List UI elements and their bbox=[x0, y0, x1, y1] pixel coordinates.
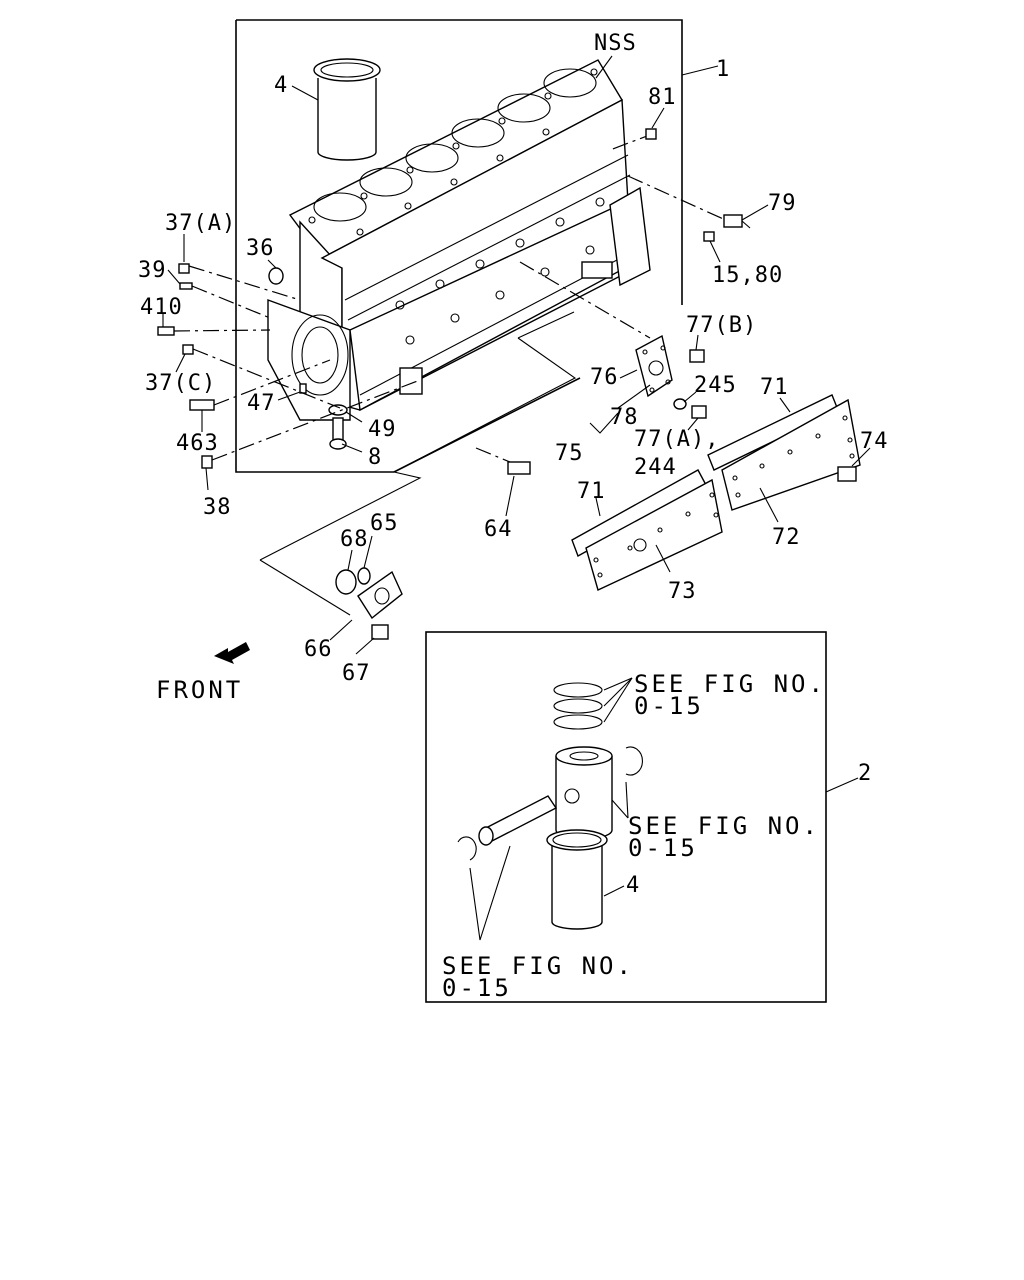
part-labels: NSS 1 4 81 79 15,80 37(A) 39 410 37(C) 3… bbox=[138, 31, 889, 898]
piston-kit-frame bbox=[425, 631, 859, 1003]
label-79: 79 bbox=[768, 191, 797, 216]
label-15-80: 15,80 bbox=[712, 263, 783, 288]
label-81: 81 bbox=[648, 85, 677, 110]
label-72: 72 bbox=[772, 525, 801, 550]
cylinder-liner-top bbox=[291, 58, 381, 161]
label-74: 74 bbox=[860, 429, 889, 454]
label-67: 67 bbox=[342, 661, 371, 686]
label-463: 463 bbox=[176, 431, 219, 456]
label-73: 73 bbox=[668, 579, 697, 604]
cover-plate-assembly bbox=[589, 334, 707, 434]
label-64: 64 bbox=[484, 517, 513, 542]
label-4-bottom: 4 bbox=[626, 873, 640, 898]
label-76: 76 bbox=[590, 365, 619, 390]
side-covers bbox=[571, 394, 871, 591]
label-66: 66 bbox=[304, 637, 333, 662]
label-1: 1 bbox=[716, 57, 730, 82]
label-245: 245 bbox=[694, 373, 737, 398]
see-fig-note-1-line2: 0-15 bbox=[634, 692, 704, 720]
label-68: 68 bbox=[340, 527, 369, 552]
see-fig-note-2-line2: 0-15 bbox=[628, 834, 698, 862]
see-fig-note-3-line2: 0-15 bbox=[442, 974, 512, 1002]
label-8: 8 bbox=[368, 445, 382, 470]
see-fig-note-3-line1: SEE FIG NO. bbox=[442, 952, 634, 980]
label-77a: 77(A), bbox=[634, 427, 719, 452]
label-37a: 37(A) bbox=[165, 211, 236, 236]
left-small-parts bbox=[157, 234, 363, 491]
label-71-top: 71 bbox=[760, 375, 789, 400]
label-38: 38 bbox=[203, 495, 232, 520]
label-75: 75 bbox=[555, 441, 584, 466]
label-65: 65 bbox=[370, 511, 399, 536]
assembly-lines bbox=[173, 132, 731, 616]
label-nss: NSS bbox=[594, 31, 637, 56]
see-fig-note-2-line1: SEE FIG NO. bbox=[628, 812, 820, 840]
label-49: 49 bbox=[368, 417, 397, 442]
bolt-64 bbox=[505, 461, 531, 517]
label-244: 244 bbox=[634, 455, 677, 480]
label-410: 410 bbox=[140, 295, 183, 320]
piston-kit bbox=[457, 677, 644, 941]
label-77b: 77(B) bbox=[686, 313, 757, 338]
right-fittings bbox=[645, 107, 769, 263]
label-4-top: 4 bbox=[274, 73, 288, 98]
label-36: 36 bbox=[246, 236, 275, 261]
label-47: 47 bbox=[247, 391, 276, 416]
label-39: 39 bbox=[138, 258, 167, 283]
label-78: 78 bbox=[610, 405, 639, 430]
see-fig-notes: SEE FIG NO. 0-15 SEE FIG NO. 0-15 SEE FI… bbox=[442, 670, 826, 1002]
see-fig-note-1-line1: SEE FIG NO. bbox=[634, 670, 826, 698]
outlet-assembly bbox=[329, 535, 403, 655]
label-37c: 37(C) bbox=[145, 371, 216, 396]
cylinder-block bbox=[267, 59, 651, 421]
label-71-bottom: 71 bbox=[577, 479, 606, 504]
label-front: FRONT bbox=[156, 676, 243, 704]
label-2: 2 bbox=[858, 761, 872, 786]
front-arrow-icon bbox=[214, 642, 250, 664]
